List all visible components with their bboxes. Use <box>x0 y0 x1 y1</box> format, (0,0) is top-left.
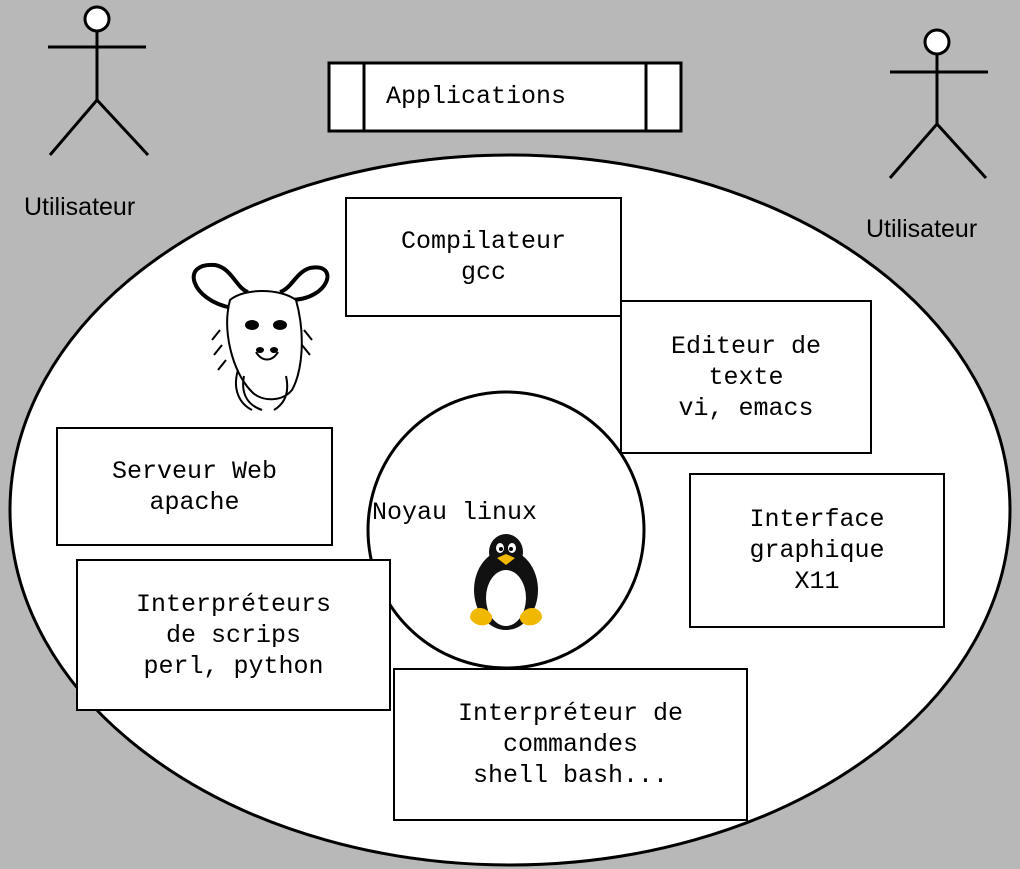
gnu-head-icon <box>191 262 330 411</box>
kernel-label: Noyau linux <box>372 498 538 527</box>
applications-frame <box>327 61 683 133</box>
gui-line-3: X11 <box>794 567 840 596</box>
scripts-line-1: Interpréteurs <box>135 589 332 619</box>
editor-line-1: Editeur de <box>670 331 822 361</box>
tux-penguin-icon <box>470 534 542 630</box>
shell-line-2: commandes <box>502 730 639 759</box>
user-label-left: Utilisateur <box>24 193 136 221</box>
scripts-box: Interpréteurs de scrips perl, python <box>76 559 391 711</box>
gui-box: Interface graphique X11 <box>689 473 945 628</box>
webserver-line-1: Serveur Web <box>111 456 278 486</box>
shell-line-3: shell bash... <box>472 761 669 790</box>
shell-box: Interpréteur de commandes shell bash... <box>393 668 748 821</box>
editor-box: Editeur de texte vi, emacs <box>620 300 872 454</box>
webserver-line-2: apache <box>149 487 240 517</box>
gui-line-2: graphique <box>749 536 885 565</box>
compiler-box: Compilateur gcc <box>345 197 622 317</box>
webserver-box: Serveur Web apache <box>56 427 333 546</box>
user-stick-figure-icon <box>48 5 150 157</box>
user-label-right: Utilisateur <box>866 215 978 243</box>
editor-line-2: texte <box>708 362 784 392</box>
shell-line-1: Interpréteur de <box>457 699 684 728</box>
gui-line-1: Interface <box>749 505 885 534</box>
compiler-line-2: gcc <box>460 258 506 287</box>
applications-label: Applications <box>386 82 567 111</box>
user-stick-figure-icon <box>888 28 988 180</box>
scripts-line-2: de scrips <box>165 620 302 650</box>
scripts-line-3: perl, python <box>143 651 324 681</box>
compiler-line-1: Compilateur <box>400 227 567 256</box>
editor-line-3: vi, emacs <box>678 393 814 423</box>
